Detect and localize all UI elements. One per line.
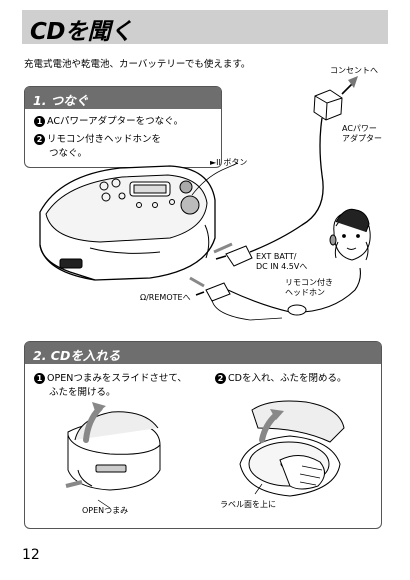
step-number: 2 <box>34 134 45 145</box>
section-1-heading: 1. つなぐ <box>33 93 89 108</box>
ac-adapter-label-line: アダプター <box>342 134 382 143</box>
ac-adapter-label: ACパワー アダプター <box>342 124 382 144</box>
step-text: CDを入れ、ふたを閉める。 <box>228 373 347 384</box>
section-1-header: 1. つなぐ <box>25 87 221 109</box>
intro-text: 充電式電池や乾電池、カーバッテリーでも使えます。 <box>24 59 251 70</box>
open-knob-leader <box>97 499 111 509</box>
cd-player-illustration <box>39 165 216 281</box>
step-number: 1 <box>34 373 45 384</box>
remote-headphone-label: リモコン付き ヘッドホン <box>285 278 333 298</box>
open-knob-label: OPENつまみ <box>82 506 129 515</box>
ext-batt-label-line: EXT BATT/ <box>256 252 297 261</box>
remote-jack-arrow <box>189 276 205 288</box>
ext-batt-arrow <box>213 242 233 254</box>
open-lid-illustration <box>65 402 161 491</box>
play-button-label: ►II ボタン <box>210 158 248 167</box>
step-text: ふたを開ける。 <box>49 387 116 398</box>
page-title: CDを聞く <box>30 19 133 45</box>
insert-cd-illustration <box>239 400 345 497</box>
step-number: 1 <box>34 116 45 127</box>
step-text: つなぐ。 <box>49 148 88 159</box>
ac-adapter-illustration <box>215 76 358 267</box>
ac-adapter-label-line: ACパワー <box>342 124 377 133</box>
page-number: 12 <box>22 547 40 563</box>
play-button-leader <box>191 162 239 196</box>
label-up-leader <box>254 483 263 495</box>
section-2-header: 2. CDを入れる <box>25 342 381 364</box>
outlet-label: コンセントへ <box>330 66 378 75</box>
remote-headphone-label-line: ヘッドホン <box>285 288 325 297</box>
remote-headphone-label-line: リモコン付き <box>285 278 333 287</box>
headphone-plug-illustration <box>195 267 361 321</box>
step-text: ACパワーアダプターをつなぐ。 <box>47 116 184 127</box>
ext-batt-label-line: DC IN 4.5Vへ <box>256 262 308 271</box>
label-up-label: ラベル面を上に <box>220 500 276 509</box>
title-bar: CDを聞く <box>22 10 388 45</box>
step-text: リモコン付きヘッドホンを <box>47 134 162 145</box>
step-text: OPENつまみをスライドさせて、 <box>47 373 187 384</box>
ext-batt-label: EXT BATT/ DC IN 4.5Vへ <box>256 252 307 272</box>
remote-jack-label: Ω/REMOTEへ <box>140 293 191 302</box>
person-head-illustration <box>329 208 371 261</box>
section-2-heading: 2. CDを入れる <box>33 348 121 363</box>
step-number: 2 <box>215 373 226 384</box>
